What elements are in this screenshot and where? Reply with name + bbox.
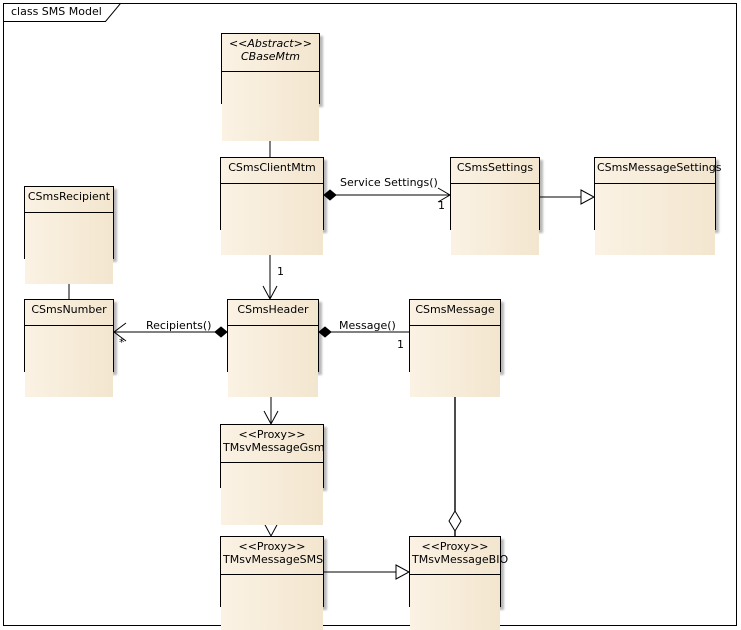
diagram-frame	[3, 3, 737, 626]
diagram-title-label: class SMS Model	[11, 5, 102, 18]
class-attributes-compartment-tmsvmessagesms	[221, 575, 323, 630]
class-attributes-compartment-csmsheader	[228, 326, 318, 397]
title-tab-shape	[3, 3, 121, 22]
class-attributes-compartment-csmsnumber	[25, 326, 113, 397]
class-name-compartment-cbasemtm: <<Abstract>> CBaseMtm	[222, 34, 319, 72]
class-box-csmsclientmtm[interactable]: CSmsClientMtm	[220, 157, 324, 255]
class-title-csmsrecipient: CSmsRecipient	[27, 190, 111, 203]
class-stereotype-tmsvmessagegsm: <<Proxy>>	[238, 428, 306, 441]
class-name-compartment-tmsvmessagesms: <<Proxy>> TMsvMessageSMS	[221, 537, 323, 575]
class-attributes-compartment-csmsmessage	[410, 326, 500, 397]
class-name-compartment-csmsrecipient: CSmsRecipient	[25, 187, 113, 213]
class-box-csmsmessage[interactable]: CSmsMessage	[409, 299, 501, 397]
class-box-tmsvmessagebio[interactable]: <<Proxy>> TMsvMessageBIO	[409, 536, 509, 630]
class-attributes-compartment-csmsrecipient	[25, 213, 113, 284]
class-title-csmsheader: CSmsHeader	[237, 303, 309, 316]
class-box-csmsmessagesettings[interactable]: CSmsMessageSettings	[594, 157, 722, 255]
class-name-compartment-csmsclientmtm: CSmsClientMtm	[221, 158, 323, 184]
relation-multiplicity-service-settings: 1	[438, 199, 445, 212]
class-name-compartment-csmssettings: CSmsSettings	[451, 158, 539, 184]
class-stereotype-tmsvmessagebio: <<Proxy>>	[421, 540, 489, 553]
class-title-tmsvmessagesms: TMsvMessageSMS	[223, 553, 324, 566]
class-title-cbasemtm: CBaseMtm	[241, 50, 300, 63]
class-stereotype-tmsvmessagesms: <<Proxy>>	[238, 540, 306, 553]
class-attributes-compartment-csmsmessagesettings	[595, 184, 715, 255]
class-title-csmsmessage: CSmsMessage	[415, 303, 495, 316]
class-box-tmsvmessagegsm[interactable]: <<Proxy>> TMsvMessageGsm	[220, 424, 325, 525]
relation-label-message: Message()	[339, 319, 396, 332]
class-name-compartment-csmsheader: CSmsHeader	[228, 300, 318, 326]
class-title-tmsvmessagebio: TMsvMessageBIO	[412, 553, 509, 566]
class-attributes-compartment-tmsvmessagebio	[410, 575, 500, 630]
class-title-csmsmessagesettings: CSmsMessageSettings	[597, 161, 722, 174]
class-title-csmsclientmtm: CSmsClientMtm	[228, 161, 316, 174]
class-box-csmsnumber[interactable]: CSmsNumber	[24, 299, 114, 397]
class-name-compartment-tmsvmessagegsm: <<Proxy>> TMsvMessageGsm	[221, 425, 325, 463]
class-title-tmsvmessagegsm: TMsvMessageGsm	[223, 441, 325, 454]
relation-multiplicity-message: 1	[397, 338, 404, 351]
class-name-compartment-csmsmessage: CSmsMessage	[410, 300, 500, 326]
class-box-cbasemtm[interactable]: <<Abstract>> CBaseMtm	[221, 33, 320, 141]
class-attributes-compartment-csmssettings	[451, 184, 539, 255]
relation-label-service-settings: Service Settings()	[340, 176, 438, 189]
class-name-compartment-csmsnumber: CSmsNumber	[25, 300, 113, 326]
class-box-csmsrecipient[interactable]: CSmsRecipient	[24, 186, 114, 284]
class-stereotype-cbasemtm: <<Abstract>>	[228, 37, 313, 50]
class-box-csmsheader[interactable]: CSmsHeader	[227, 299, 319, 397]
class-name-compartment-tmsvmessagebio: <<Proxy>> TMsvMessageBIO	[410, 537, 509, 575]
class-box-tmsvmessagesms[interactable]: <<Proxy>> TMsvMessageSMS	[220, 536, 324, 630]
class-title-csmsnumber: CSmsNumber	[31, 303, 107, 316]
class-name-compartment-csmsmessagesettings: CSmsMessageSettings	[595, 158, 722, 184]
class-attributes-compartment-csmsclientmtm	[221, 184, 323, 255]
class-attributes-compartment-cbasemtm	[222, 72, 319, 141]
relation-multiplicity-clientmtm-header: 1	[277, 265, 284, 278]
relation-multiplicity-recipients: *	[119, 336, 125, 349]
class-attributes-compartment-tmsvmessagegsm	[221, 463, 323, 525]
class-title-csmssettings: CSmsSettings	[456, 161, 534, 174]
class-box-csmssettings[interactable]: CSmsSettings	[450, 157, 540, 255]
relation-label-recipients: Recipients()	[146, 319, 212, 332]
